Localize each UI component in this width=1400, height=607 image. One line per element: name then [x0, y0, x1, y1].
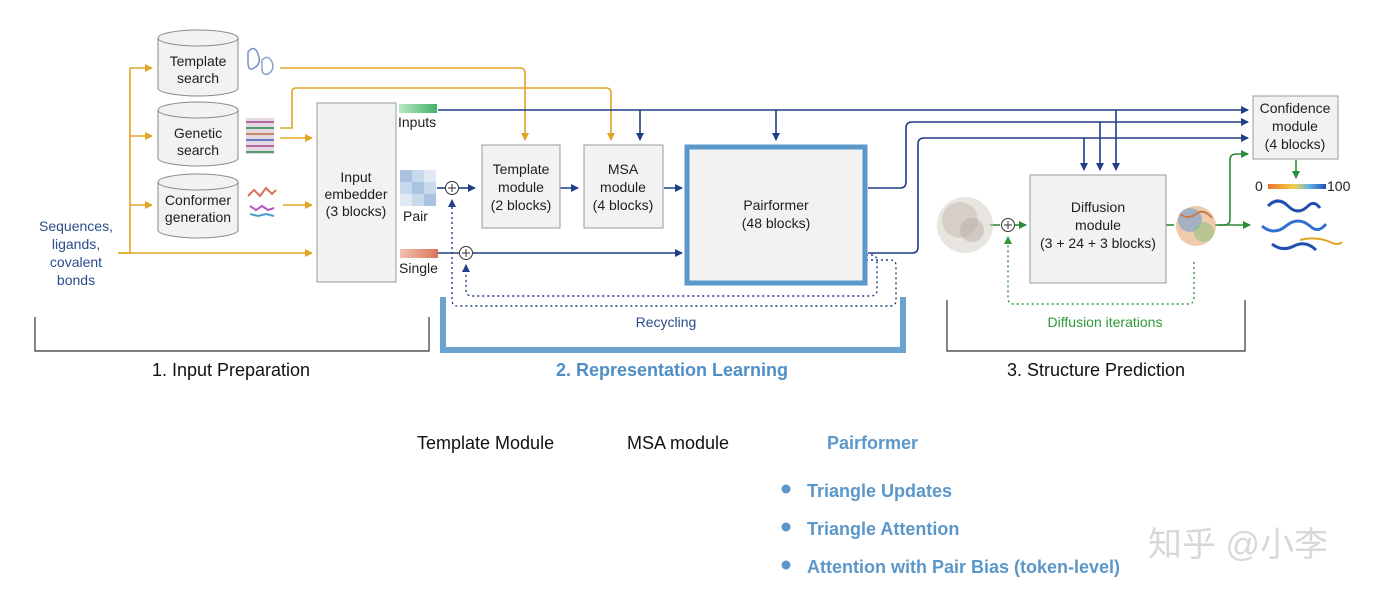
inputs-label: Inputs: [398, 114, 436, 130]
bullet-attention-pair-bias: Attention with Pair Bias (token-level): [807, 557, 1120, 577]
recycling-label: Recycling: [636, 314, 697, 330]
template-module-block: Template module (2 blocks): [481, 144, 561, 229]
bullet-3-dot: [781, 560, 791, 570]
template-structure-icon: [247, 47, 274, 76]
conformer-label-2: generation: [165, 209, 231, 225]
bullet-triangle-attention: Triangle Attention: [807, 519, 959, 539]
pairformer-block: Pairformer (48 blocks): [684, 144, 868, 286]
representation-learning-bracket: [440, 297, 906, 353]
pairformer-label-2: (48 blocks): [742, 215, 810, 231]
pair-label: Pair: [403, 208, 428, 224]
template-module-label-3: (2 blocks): [491, 197, 552, 213]
confidence-label-2: module: [1272, 118, 1318, 134]
genetic-search-label-1: Genetic: [174, 125, 222, 141]
confidence-label-3: (4 blocks): [1265, 136, 1326, 152]
bullet-2-dot: [781, 522, 791, 532]
bottom-pairformer: Pairformer: [827, 433, 918, 453]
confidence-module-block: Confidence module (4 blocks): [1252, 95, 1339, 160]
diffusion-label-3: (3 + 24 + 3 blocks): [1040, 235, 1156, 251]
section-representation-learning: 2. Representation Learning: [556, 360, 788, 380]
bullet-1-dot: [781, 484, 791, 494]
bottom-msa-module: MSA module: [627, 433, 729, 453]
msa-module-label-1: MSA: [608, 161, 639, 177]
template-search-db: Template search: [157, 29, 239, 97]
green-flow-lines: [990, 150, 1300, 305]
bottom-template-module: Template Module: [417, 433, 554, 453]
structure-prediction-bracket: [946, 300, 1246, 352]
input-embedder-label-3: (3 blocks): [326, 203, 387, 219]
confidence-scale: 0 100: [1255, 178, 1351, 194]
inputs-representation: Inputs: [398, 104, 437, 130]
recycling-loop: [448, 199, 897, 307]
template-module-label-1: Template: [493, 161, 550, 177]
watermark-text: 知乎 @小李: [1148, 526, 1328, 564]
diffusion-label-1: Diffusion: [1071, 199, 1125, 215]
sequences-label-3: covalent: [50, 254, 102, 270]
msa-module-label-3: (4 blocks): [593, 197, 654, 213]
section-input-preparation: 1. Input Preparation: [152, 360, 310, 380]
msa-module-label-2: module: [600, 179, 646, 195]
bullet-triangle-updates: Triangle Updates: [807, 481, 952, 501]
diffusion-module-block: Diffusion module (3 + 24 + 3 blocks): [1029, 174, 1167, 284]
sequences-label-4: bonds: [57, 272, 95, 288]
pairformer-label-1: Pairformer: [743, 197, 809, 213]
input-preparation-bracket: [34, 317, 430, 352]
plus-junctions: [445, 181, 1015, 260]
template-search-label-2: search: [177, 70, 219, 86]
diffusion-iterations-label: Diffusion iterations: [1048, 314, 1163, 330]
conformer-generation-db: Conformer generation: [157, 173, 239, 239]
input-embedder-label-2: embedder: [324, 186, 387, 202]
conformer-molecule-icon: [247, 186, 277, 218]
section-structure-prediction: 3. Structure Prediction: [1007, 360, 1185, 380]
orange-flow-lines: [118, 64, 615, 257]
template-search-label-1: Template: [170, 53, 227, 69]
msa-module-block: MSA module (4 blocks): [583, 144, 664, 229]
conformer-label-1: Conformer: [165, 192, 231, 208]
msa-thumbnail-icon: [246, 118, 274, 154]
predicted-structure-icon: [1176, 206, 1216, 246]
pair-representation: Pair: [400, 170, 436, 224]
diffusion-label-2: module: [1075, 217, 1121, 233]
sequences-label-1: Sequences,: [39, 218, 113, 234]
navy-flow-lines: [437, 106, 1249, 257]
noise-cloud-icon: [937, 197, 993, 253]
input-embedder-label-1: Input: [340, 169, 371, 185]
genetic-search-label-2: search: [177, 142, 219, 158]
single-representation: Single: [399, 249, 438, 276]
genetic-search-db: Genetic search: [157, 101, 239, 167]
confidence-scale-min: 0: [1255, 178, 1263, 194]
single-label: Single: [399, 260, 438, 276]
confidence-label-1: Confidence: [1260, 100, 1331, 116]
template-module-label-2: module: [498, 179, 544, 195]
final-structure-icon: [1261, 199, 1343, 252]
confidence-scale-max: 100: [1327, 178, 1351, 194]
input-embedder-block: Input embedder (3 blocks): [316, 102, 397, 283]
sequences-label-2: ligands,: [52, 236, 100, 252]
